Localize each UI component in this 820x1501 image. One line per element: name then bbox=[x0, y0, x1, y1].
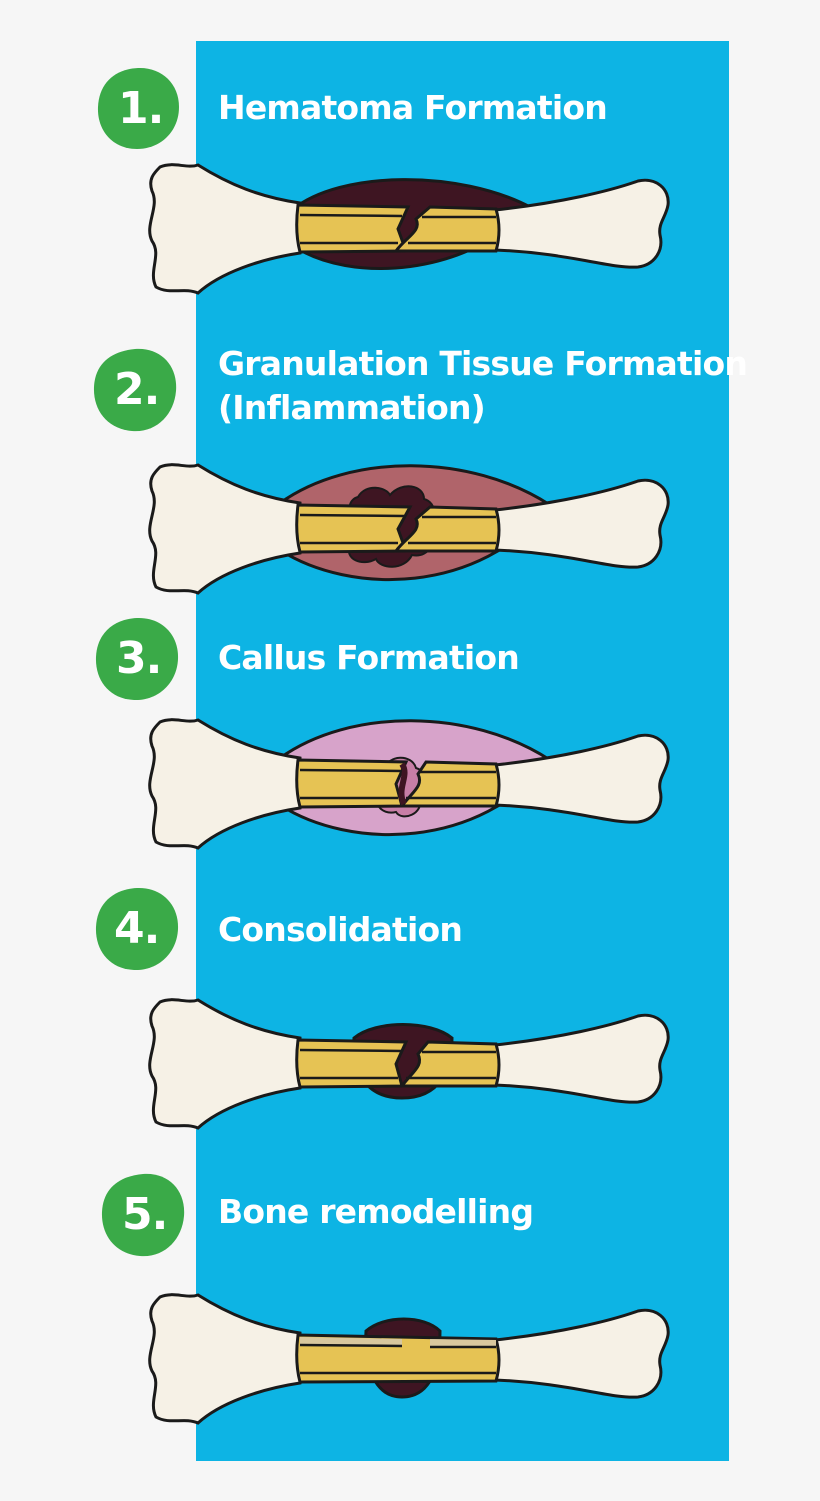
bone-shaft-left bbox=[295, 203, 411, 254]
bone-shaft-left bbox=[295, 1038, 409, 1089]
bone-left bbox=[148, 1293, 302, 1425]
step-badge-blob bbox=[93, 348, 177, 432]
bone-illustration-hematoma bbox=[148, 163, 670, 295]
step-title-line: Callus Formation bbox=[218, 638, 520, 677]
bone-right bbox=[493, 1013, 670, 1104]
step-title: Granulation Tissue Formation (Inflammati… bbox=[218, 342, 748, 430]
bone-illustration-remodelling bbox=[148, 1293, 670, 1425]
bone-right bbox=[493, 478, 670, 569]
bone-shaft-left bbox=[295, 503, 413, 554]
step-number: 1. bbox=[118, 83, 164, 134]
step-title-line: Hematoma Formation bbox=[218, 88, 608, 127]
step-title: Hematoma Formation bbox=[218, 86, 608, 130]
step-title: Callus Formation bbox=[218, 636, 520, 680]
step-number: 3. bbox=[116, 633, 162, 684]
step-badge-blob bbox=[101, 1173, 185, 1257]
step-number: 2. bbox=[114, 364, 160, 415]
bone-illustration-granulation bbox=[148, 463, 670, 595]
step-title: Consolidation bbox=[218, 908, 463, 952]
step-number: 4. bbox=[114, 903, 160, 954]
bone-right bbox=[493, 178, 670, 269]
step-title-line: Granulation Tissue Formation bbox=[218, 344, 748, 383]
bone-illustration-callus bbox=[148, 718, 670, 850]
step-title: Bone remodelling bbox=[218, 1190, 534, 1234]
bone-left bbox=[148, 463, 302, 595]
bone-shaft-left bbox=[295, 758, 409, 809]
step-number: 5. bbox=[122, 1189, 168, 1240]
step-badge-blob bbox=[97, 67, 179, 149]
bone-right bbox=[493, 1308, 670, 1399]
step-title-line: Consolidation bbox=[218, 910, 463, 949]
step-badge-blob bbox=[95, 887, 179, 971]
step-title-line: Bone remodelling bbox=[218, 1192, 534, 1231]
bone-left bbox=[148, 163, 302, 295]
bone-left bbox=[148, 718, 302, 850]
bone-illustration-consolidation bbox=[148, 998, 670, 1130]
step-badge-blob bbox=[95, 617, 179, 701]
bone-left bbox=[148, 998, 302, 1130]
step-title-line: (Inflammation) bbox=[218, 388, 486, 427]
bone-right bbox=[493, 733, 670, 824]
